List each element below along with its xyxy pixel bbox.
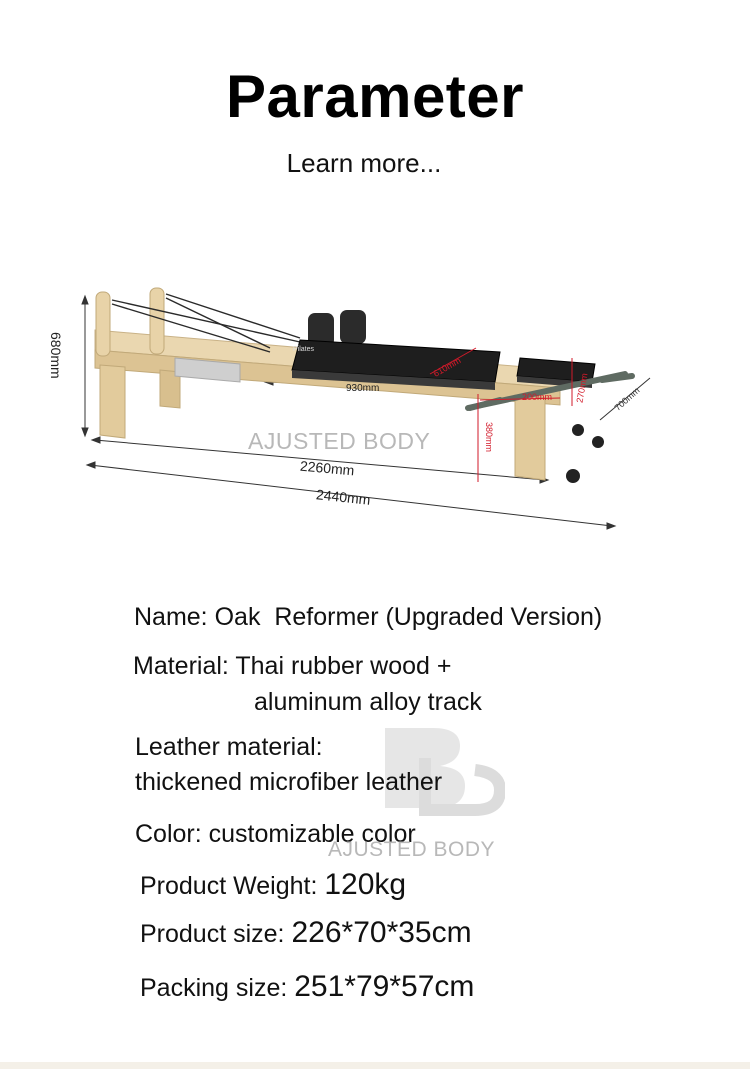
ropes: [111, 293, 301, 353]
spec-material-value-1: Thai rubber wood +: [235, 652, 452, 680]
footbar: [465, 371, 635, 411]
learn-more-link[interactable]: Learn more...: [286, 148, 442, 178]
spec-name-value: Oak Reformer (Upgraded Version): [214, 603, 603, 631]
spec-weight-value: 120kg: [324, 868, 407, 901]
watermark-logo: [385, 728, 505, 816]
reformer-brand-text: Pilates: [293, 346, 315, 353]
footer-bar: [0, 1062, 750, 1069]
total-length-dimension-line: [89, 464, 613, 527]
carriage: [291, 310, 596, 390]
spec-material-row: Material: Thai rubber wood +: [133, 652, 451, 681]
reformer-illustration: [81, 287, 651, 530]
product-figure: 680mm 930mm 2260mm 2440mm 610mm 200mm 27…: [0, 270, 750, 550]
height-dimension-label: 680mm: [48, 332, 64, 379]
spec-weight-row: Product Weight: 120kg: [140, 868, 406, 902]
watermark-text-top: AJUSTED BODY: [248, 428, 431, 454]
spec-material-label: Material:: [133, 652, 229, 680]
platform-dimension-label: 200mm: [522, 392, 553, 402]
carriage-dimension-label: 930mm: [346, 383, 380, 394]
spec-name-row: Name: Oak Reformer (Upgraded Version): [134, 603, 602, 632]
spec-color-label: Color:: [135, 820, 202, 848]
spec-leather-label: Leather material:: [135, 733, 323, 761]
spec-color-value: customizable color: [208, 820, 416, 848]
spec-material-value-2: aluminum alloy track: [254, 688, 482, 716]
spec-weight-label: Product Weight:: [140, 872, 318, 900]
spec-size-label: Product size:: [140, 920, 285, 948]
spec-color-row: Color: customizable color: [135, 820, 416, 849]
spec-size-value: 226*70*35cm: [291, 916, 472, 949]
watermark-text-bottom: AJUSTED BODY: [328, 838, 496, 861]
rail-height-dimension-label: 380mm: [484, 421, 495, 453]
spec-packing-value: 251*79*57cm: [294, 970, 475, 1003]
spec-leather-value: thickened microfiber leather: [135, 768, 443, 796]
spec-size-row: Product size: 226*70*35cm: [140, 916, 472, 950]
spec-packing-row: Packing size: 251*79*57cm: [140, 970, 474, 1004]
page-title: Parameter: [225, 63, 525, 130]
spec-name-label: Name:: [134, 603, 208, 631]
wheels: [566, 424, 604, 483]
spec-packing-label: Packing size:: [140, 974, 288, 1002]
inner-length-dimension-line: [94, 439, 546, 481]
